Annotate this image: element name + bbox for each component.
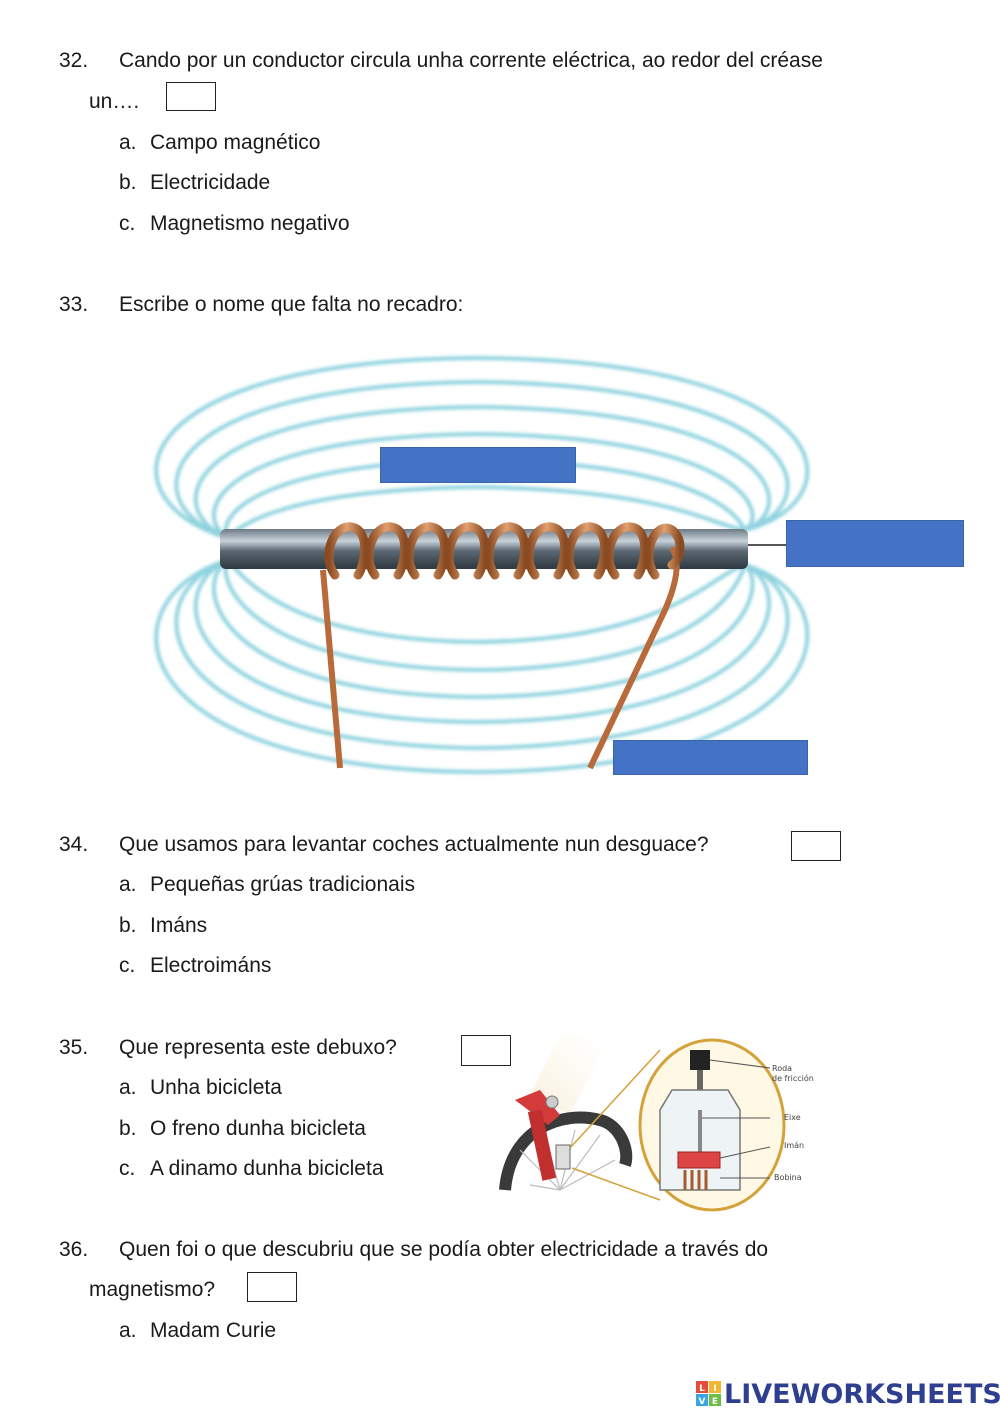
svg-text:E: E	[712, 1397, 718, 1407]
copper-wire-right	[587, 546, 680, 770]
q32-option-b-letter: b.	[119, 171, 137, 194]
dynamo-label-bobina: Bobina	[774, 1173, 802, 1182]
q34-option-c: Electroimáns	[150, 954, 272, 977]
q34-option-a: Pequeñas grúas tradicionais	[150, 873, 416, 896]
liveworksheets-icon: L I V E	[696, 1381, 721, 1407]
question-32-text: Cando por un conductor circula unha corr…	[119, 49, 823, 72]
liveworksheets-wordmark: LIVEWORKSHEETS	[724, 1378, 1000, 1410]
dynamo-label-friccion: de fricción	[772, 1074, 814, 1083]
svg-text:I: I	[713, 1384, 716, 1394]
magnetic-field-lines	[154, 355, 810, 775]
question-34-answer-box[interactable]	[791, 831, 841, 861]
label-box-top[interactable]	[380, 447, 576, 483]
question-35-text: Que representa este debuxo?	[119, 1036, 397, 1059]
question-32-number: 32.	[59, 49, 89, 72]
question-32-answer-box[interactable]	[166, 82, 216, 111]
label-box-right[interactable]	[786, 520, 964, 567]
question-35-number: 35.	[59, 1036, 89, 1059]
liveworksheets-logo: L I V E LIVEWORKSHEETS	[696, 1377, 1000, 1411]
question-35-answer-box[interactable]	[461, 1035, 511, 1066]
copper-coil	[324, 522, 685, 580]
q32-option-a: Campo magnético	[150, 131, 321, 154]
q32-option-b: Electricidade	[150, 171, 271, 194]
question-33-text: Escribe o nome que falta no recadro:	[119, 293, 464, 316]
question-33-number: 33.	[59, 293, 89, 316]
q35-option-b-letter: b.	[119, 1117, 137, 1140]
question-32-text-cont: un….	[89, 90, 140, 113]
dynamo-label-iman: Imán	[784, 1141, 805, 1150]
question-36-text: Quen foi o que descubriu que se podía ob…	[119, 1238, 769, 1261]
question-34-text: Que usamos para levantar coches actualme…	[119, 833, 709, 856]
q35-option-a: Unha bicicleta	[150, 1076, 282, 1099]
dynamo-label-roda: Roda	[772, 1064, 793, 1073]
q34-option-a-letter: a.	[119, 873, 137, 896]
q35-option-c: A dinamo dunha bicicleta	[150, 1157, 384, 1180]
q36-option-a-letter: a.	[119, 1319, 137, 1342]
q36-option-a: Madam Curie	[150, 1319, 277, 1342]
question-36-answer-box[interactable]	[247, 1272, 297, 1302]
iron-core-rod	[220, 529, 748, 569]
q35-option-b: O freno dunha bicicleta	[150, 1117, 366, 1140]
label-box-bottom[interactable]	[613, 740, 808, 775]
question-36-number: 36.	[59, 1238, 89, 1261]
q34-option-b-letter: b.	[119, 914, 137, 937]
dynamo-label-eixe: Eixe	[784, 1113, 801, 1122]
dynamo-zoom-circle	[638, 1038, 786, 1212]
q32-option-c-letter: c.	[119, 212, 136, 235]
q35-option-c-letter: c.	[119, 1157, 136, 1180]
q34-option-c-letter: c.	[119, 954, 136, 977]
copper-wire-left	[320, 569, 343, 769]
q35-option-a-letter: a.	[119, 1076, 137, 1099]
svg-text:L: L	[699, 1384, 705, 1394]
q34-option-b: Imáns	[150, 914, 208, 937]
question-34-number: 34.	[59, 833, 89, 856]
q32-option-a-letter: a.	[119, 131, 137, 154]
q32-option-c: Magnetismo negativo	[150, 212, 350, 235]
svg-text:V: V	[699, 1397, 706, 1407]
question-36-text-cont: magnetismo?	[89, 1278, 216, 1301]
